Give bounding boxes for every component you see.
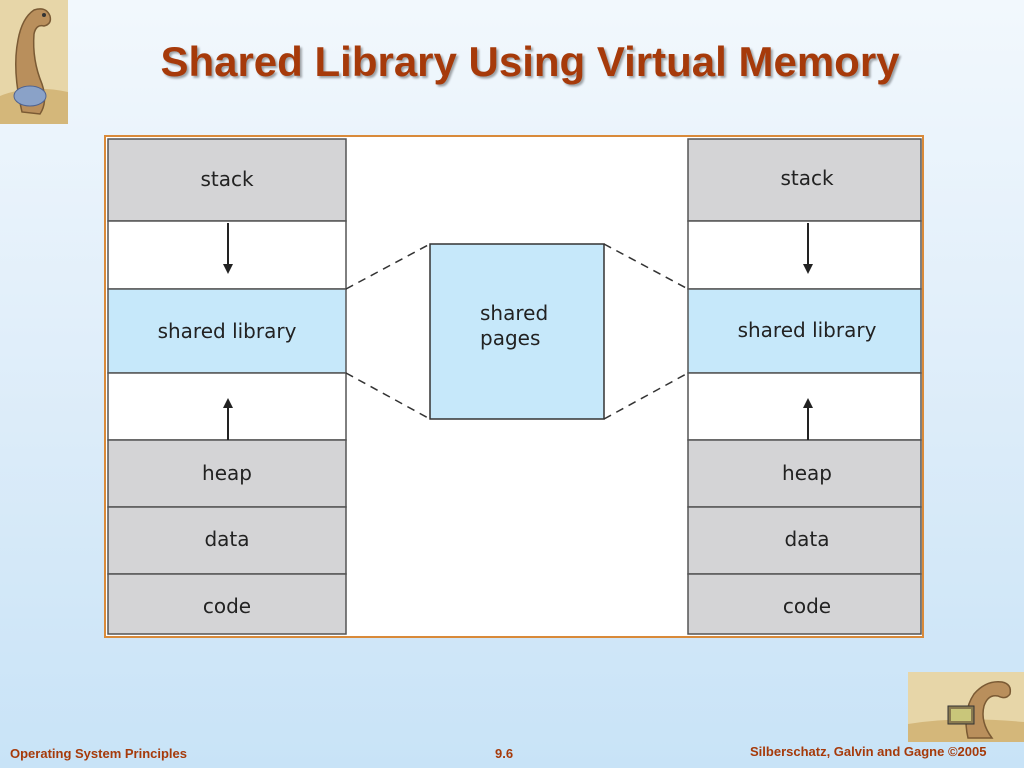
mapping-line-right-bottom [603,372,689,420]
dinosaur-logo-top-left [0,0,68,124]
left-heap-segment [107,439,347,508]
virtual-memory-diagram: stack shared library heap data code shar… [104,135,924,638]
right-code-segment [687,573,922,635]
mapping-line-left-top [345,243,431,290]
left-heap-label: heap [202,461,252,485]
page-mapping-lines [345,243,689,420]
footer-course: Operating System Principles [10,746,188,761]
right-free-space-upper [687,220,922,290]
left-stack-segment [107,138,347,222]
right-shared-library-segment [687,288,922,374]
right-stack-label: stack [780,166,834,190]
dinosaur-logo-bottom-right [908,672,1024,742]
right-shared-library-label: shared library [738,318,877,342]
right-heap-label: heap [782,461,832,485]
right-data-label: data [784,527,829,551]
mapping-line-right-top [603,243,689,290]
mapping-line-left-bottom [345,372,431,420]
footer-authors: Silberschatz, Galvin and Gagne ©2005 [750,744,987,759]
left-code-segment [107,573,347,635]
right-heap-segment [687,439,922,508]
left-process-address-space: stack shared library heap data code [107,138,347,635]
shared-pages-label-line2: pages [480,326,540,350]
right-stack-segment [687,138,922,222]
slide-title: Shared Library Using Virtual Memory [160,38,900,85]
right-free-space-lower [687,372,922,441]
left-stack-label: stack [200,167,254,191]
left-data-segment [107,506,347,575]
right-process-address-space: stack shared library heap data code [687,138,922,635]
shared-pages-label-line1: shared [480,301,548,325]
left-code-label: code [203,594,251,618]
right-code-label: code [783,594,831,618]
physical-memory: shared pages [429,243,605,420]
left-data-label: data [204,527,249,551]
left-shared-library-label: shared library [158,319,297,343]
shared-pages-block [429,243,605,420]
footer-page-number: 9.6 [495,746,514,761]
